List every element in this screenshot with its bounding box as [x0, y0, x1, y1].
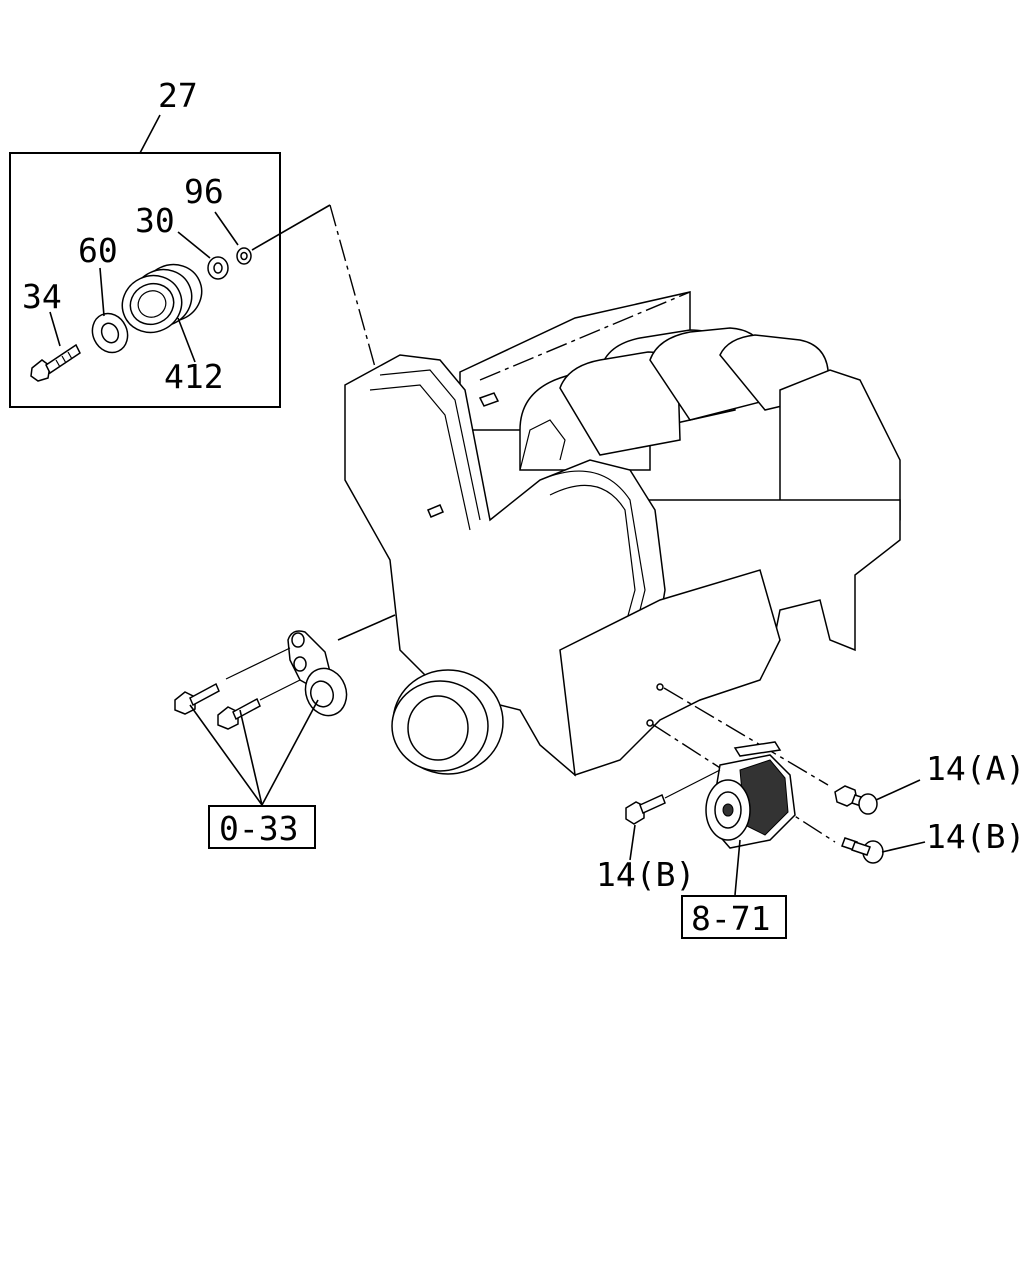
- washer-30: [207, 256, 229, 280]
- inset-frame: [9, 152, 281, 408]
- idler-bracket-assembly: [174, 614, 396, 806]
- reference-0-33-label: 0-33: [219, 809, 298, 848]
- crank-pulley: [391, 669, 504, 775]
- callout-34: 34: [22, 277, 62, 316]
- callout-412: 412: [164, 357, 224, 396]
- callout-27: 27: [158, 76, 198, 115]
- callout-30: 30: [135, 201, 175, 240]
- reference-8-71-label: 8-71: [691, 899, 770, 938]
- engine-block: [344, 291, 901, 777]
- reference-8-71[interactable]: 8-71: [681, 895, 787, 939]
- reference-0-33[interactable]: 0-33: [208, 805, 316, 849]
- nut-96: [236, 247, 252, 265]
- detail-inset-27: [9, 114, 414, 518]
- callout-14a: 14(A): [926, 749, 1024, 788]
- callout-60: 60: [78, 231, 118, 270]
- callout-14b-left: 14(B): [596, 855, 695, 894]
- callout-96: 96: [184, 172, 224, 211]
- ac-compressor-assembly: [625, 687, 926, 896]
- callout-14b-right: 14(B): [926, 817, 1024, 856]
- bolt-34: [30, 343, 81, 382]
- pulley-412: [121, 263, 203, 334]
- spacer-60: [91, 312, 129, 354]
